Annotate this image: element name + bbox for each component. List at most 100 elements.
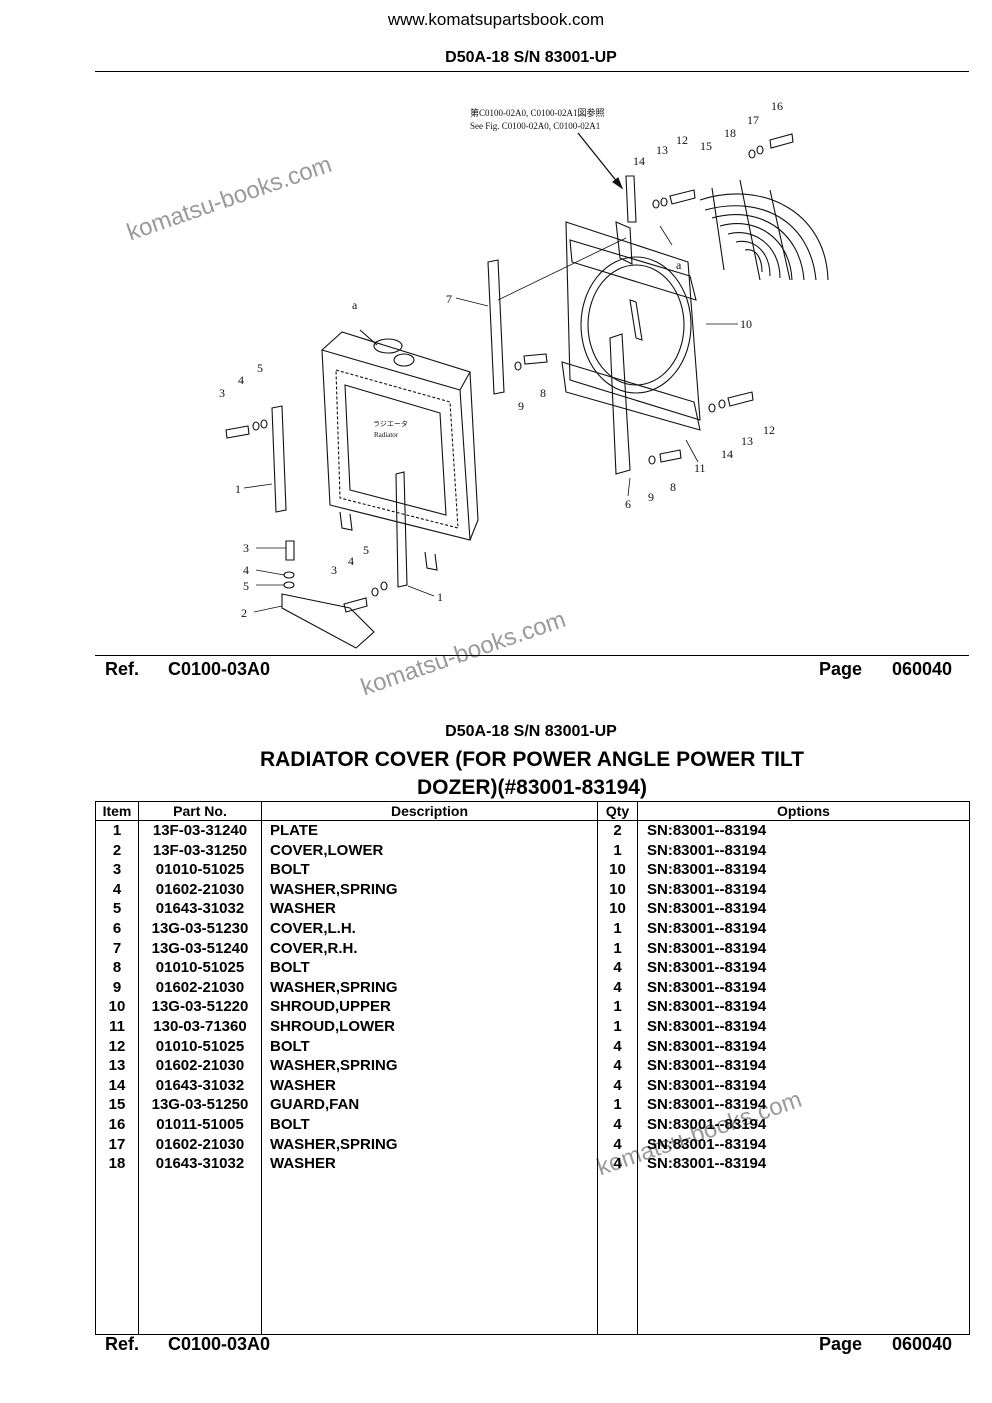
cell-options: SN:83001--83194	[637, 899, 970, 919]
cell-options: SN:83001--83194	[637, 860, 970, 880]
svg-text:5: 5	[243, 579, 249, 593]
svg-text:11: 11	[694, 461, 706, 475]
diagram-ref-note-en: See Fig. C0100-02A0, C0100-02A1	[470, 121, 600, 131]
cell-item: 16	[95, 1114, 139, 1135]
cell-options: SN:83001--83194	[637, 938, 970, 959]
callout-numbers: 1 2 3 4 5 3 4 5 3 4 5 1 7 8 9 10 11 12 1…	[219, 99, 783, 620]
cell-description: WASHER,SPRING	[261, 1134, 598, 1155]
ref-arrowhead	[612, 177, 624, 190]
cell-description: WASHER,SPRING	[261, 1056, 598, 1076]
cell-options: SN:83001--83194	[637, 879, 970, 900]
svg-text:4: 4	[243, 563, 249, 577]
cell-qty: 4	[597, 1075, 638, 1096]
diagram-ref-note-jp: 第C0100-02A0, C0100-02A1図参照	[470, 107, 605, 118]
cell-options: SN:83001--83194	[637, 958, 970, 978]
fan-guard	[699, 179, 829, 281]
cell-part-no: 13F-03-31250	[138, 840, 262, 861]
website-url[interactable]: www.komatsupartsbook.com	[387, 10, 605, 29]
exploded-parts-diagram: 第C0100-02A0, C0100-02A1図参照 See Fig. C010…	[219, 99, 829, 649]
cell-qty: 1	[597, 918, 638, 939]
cell-qty: 4	[597, 1114, 638, 1135]
plate-center	[395, 471, 408, 588]
page-label: Page	[819, 659, 863, 679]
cell-part-no: 13G-03-51240	[138, 938, 262, 959]
radiator-label-jp: ラジエータ	[373, 419, 408, 428]
cell-qty: 4	[597, 1154, 638, 1174]
cell-options: SN:83001--83194	[637, 1075, 970, 1096]
cell-description: WASHER	[261, 899, 598, 919]
header-qty: Qty	[597, 801, 638, 821]
radiator-label-en: Radiator	[374, 431, 399, 439]
cell-part-no: 01643-31032	[138, 1154, 262, 1174]
ref-code-bottom: C0100-03A0	[168, 1334, 271, 1354]
ref-rule-top	[95, 655, 969, 656]
cell-part-no: 01602-21030	[138, 977, 262, 998]
svg-text:16: 16	[771, 99, 783, 113]
cell-part-no: 01010-51025	[138, 860, 262, 880]
cell-part-no: 01602-21030	[138, 1056, 262, 1076]
cell-item: 8	[95, 958, 139, 978]
svg-text:9: 9	[518, 399, 524, 413]
filler-cell	[95, 1173, 139, 1335]
ref-label: Ref.	[105, 659, 140, 679]
filler-cell	[138, 1173, 262, 1335]
cover-rh	[487, 259, 505, 395]
cell-part-no: 130-03-71360	[138, 1016, 262, 1037]
leader-lines	[243, 225, 738, 613]
svg-text:1: 1	[437, 590, 443, 604]
svg-text:5: 5	[257, 361, 263, 375]
cell-item: 12	[95, 1036, 139, 1057]
svg-text:6: 6	[625, 497, 631, 511]
fasteners	[225, 133, 794, 613]
svg-text:2: 2	[241, 606, 247, 620]
cell-qty: 4	[597, 1036, 638, 1057]
ref-code: C0100-03A0	[168, 659, 271, 679]
cell-description: COVER,LOWER	[261, 840, 598, 861]
table-filler-row	[95, 1173, 970, 1335]
svg-text:a: a	[676, 258, 682, 272]
svg-text:12: 12	[763, 423, 775, 437]
cell-description: SHROUD,UPPER	[261, 997, 598, 1017]
plate-left-upper	[271, 405, 287, 513]
cell-options: SN:83001--83194	[637, 997, 970, 1017]
cell-item: 11	[95, 1016, 139, 1037]
cell-item: 3	[95, 860, 139, 880]
cell-description: COVER,R.H.	[261, 938, 598, 959]
cell-description: WASHER	[261, 1154, 598, 1174]
cell-item: 4	[95, 879, 139, 900]
header-rule	[95, 71, 969, 72]
cell-part-no: 01010-51025	[138, 1036, 262, 1057]
cell-item: 18	[95, 1154, 139, 1174]
cell-options: SN:83001--83194	[637, 1114, 970, 1135]
svg-text:3: 3	[219, 386, 225, 400]
cell-options: SN:83001--83194	[637, 1095, 970, 1115]
svg-text:17: 17	[747, 113, 759, 127]
header-description: Description	[261, 801, 598, 821]
cell-description: WASHER	[261, 1075, 598, 1096]
svg-text:5: 5	[363, 543, 369, 557]
cell-part-no: 01643-31032	[138, 899, 262, 919]
cell-options: SN:83001--83194	[637, 918, 970, 939]
cell-qty: 1	[597, 938, 638, 959]
radiator-body: ラジエータ Radiator	[321, 329, 479, 571]
section-title: RADIATOR COVER (FOR POWER ANGLE POWER TI…	[95, 745, 969, 803]
cell-part-no: 01602-21030	[138, 1134, 262, 1155]
model-header-section: D50A-18 S/N 83001-UP	[445, 723, 617, 740]
svg-text:10: 10	[740, 317, 752, 331]
svg-text:4: 4	[238, 373, 244, 387]
cell-description: WASHER,SPRING	[261, 977, 598, 998]
parts-table-header: Item Part No. Description Qty Options	[95, 801, 970, 821]
svg-text:12: 12	[676, 133, 688, 147]
cell-description: WASHER,SPRING	[261, 879, 598, 900]
